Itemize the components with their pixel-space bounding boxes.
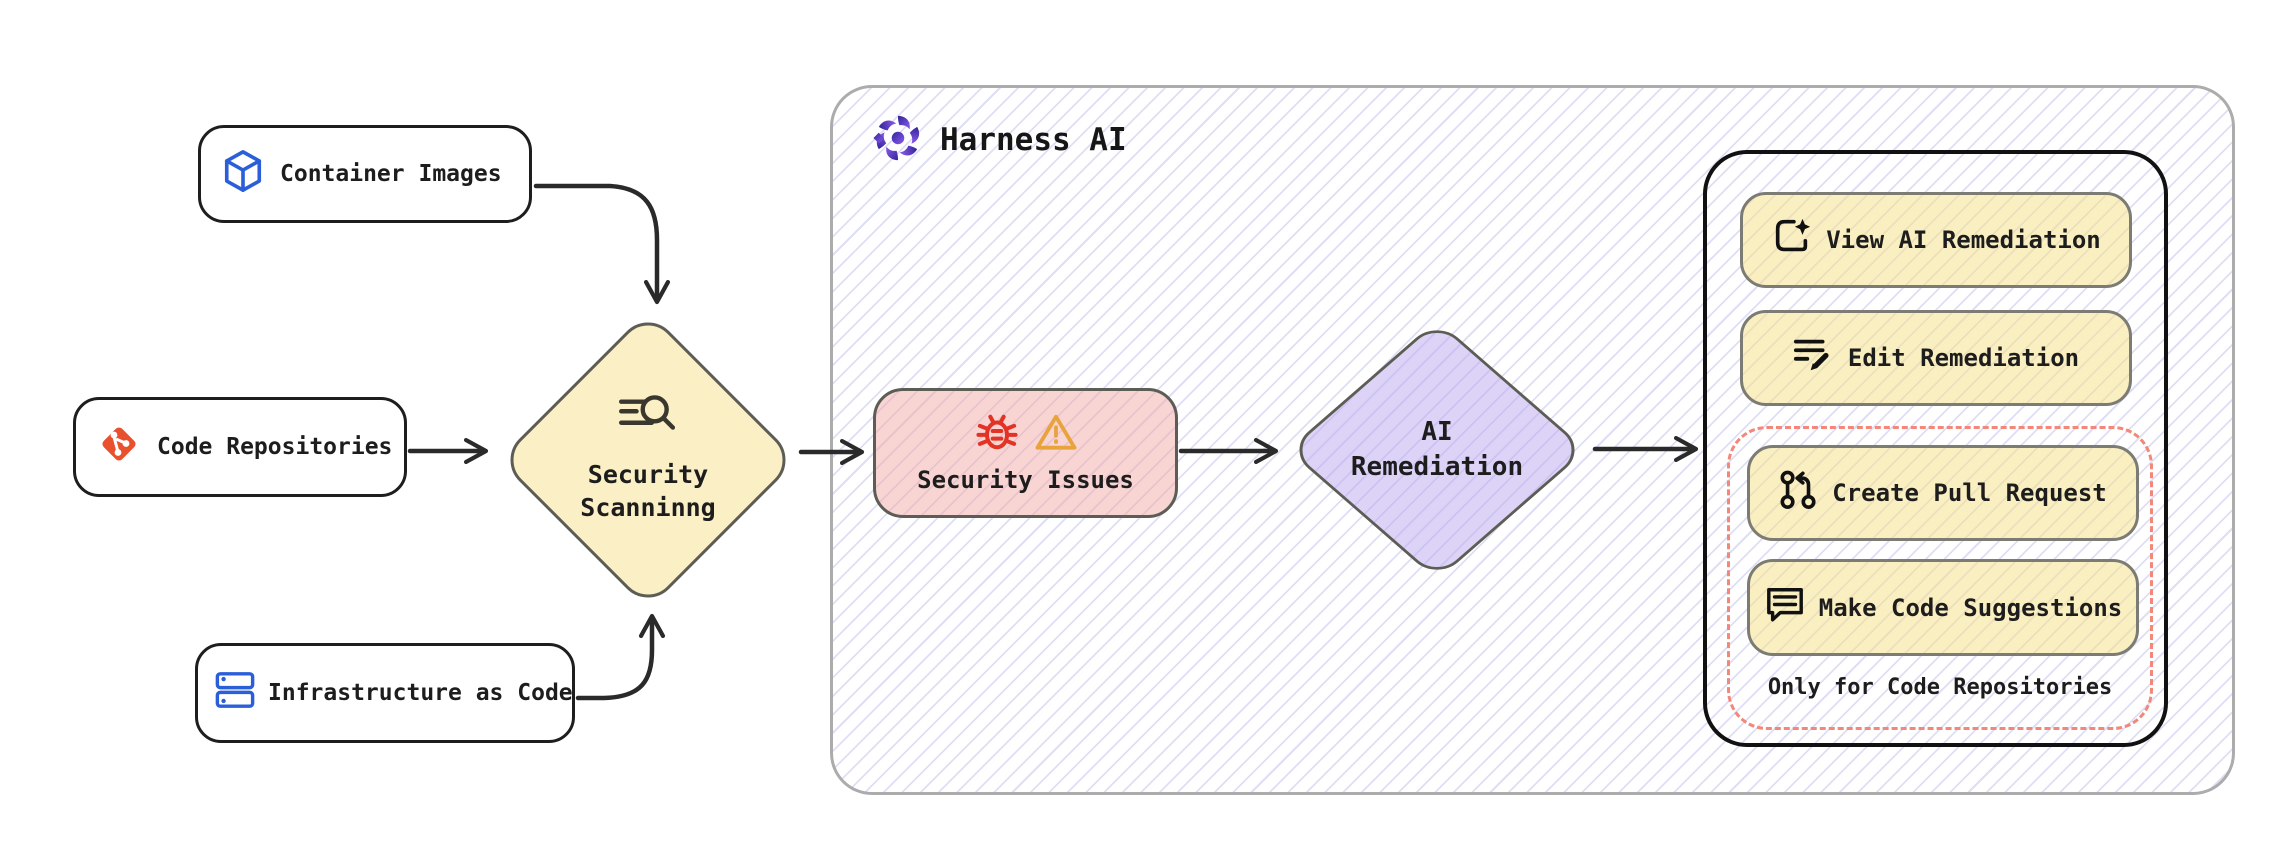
remediation-actions-panel: View AI Remediation Edit Remediation	[1703, 150, 2168, 747]
arrow-iac-to-scanning	[575, 613, 666, 701]
action-label: Make Code Suggestions	[1818, 593, 2123, 622]
action-label: Edit Remediation	[1847, 344, 2080, 372]
make-code-suggestions-button: Make Code Suggestions	[1747, 559, 2139, 656]
pull-request-icon	[1779, 470, 1819, 516]
edit-remediation-button: Edit Remediation	[1740, 310, 2132, 406]
bug-icon	[974, 412, 1020, 458]
node-code-repositories: Code Repositories	[73, 397, 407, 497]
node-label: Code Repositories	[157, 434, 393, 460]
harness-ai-title: Harness AI	[940, 122, 1127, 158]
node-security-issues: Security Issues	[873, 388, 1178, 518]
warning-icon	[1034, 412, 1078, 458]
server-stack-icon	[214, 670, 256, 716]
arrow-container-images-to-scanning	[533, 183, 671, 305]
lines-pencil-icon	[1793, 335, 1835, 381]
node-infrastructure-as-code: Infrastructure as Code	[195, 643, 575, 743]
node-security-scanning: Security Scanninng	[498, 310, 798, 610]
cube-icon	[221, 148, 265, 200]
node-container-images: Container Images	[198, 125, 532, 223]
create-pull-request-button: Create Pull Request	[1747, 445, 2139, 541]
action-label: View AI Remediation	[1826, 226, 2101, 254]
view-ai-remediation-button: View AI Remediation	[1740, 192, 2132, 288]
comment-lines-icon	[1764, 585, 1806, 631]
node-ai-remediation: AI Remediation	[1282, 316, 1592, 584]
doc-sparkle-icon	[1771, 216, 1813, 264]
node-label: Security Issues	[917, 466, 1134, 494]
node-label: Container Images	[280, 161, 502, 187]
code-repo-only-note: Only for Code Repositories	[1767, 675, 2113, 700]
node-label: Infrastructure as Code	[268, 680, 573, 706]
node-label: AI Remediation	[1350, 416, 1524, 482]
harness-pinwheel-icon	[872, 112, 924, 168]
scan-search-icon	[617, 395, 679, 448]
action-label: Create Pull Request	[1832, 479, 2107, 507]
code-repo-only-group: Create Pull Request Make Code Suggestion…	[1727, 426, 2153, 730]
harness-ai-label: Harness AI	[872, 112, 1127, 168]
node-label: Security Scanninng	[580, 459, 716, 523]
git-icon	[96, 421, 142, 473]
